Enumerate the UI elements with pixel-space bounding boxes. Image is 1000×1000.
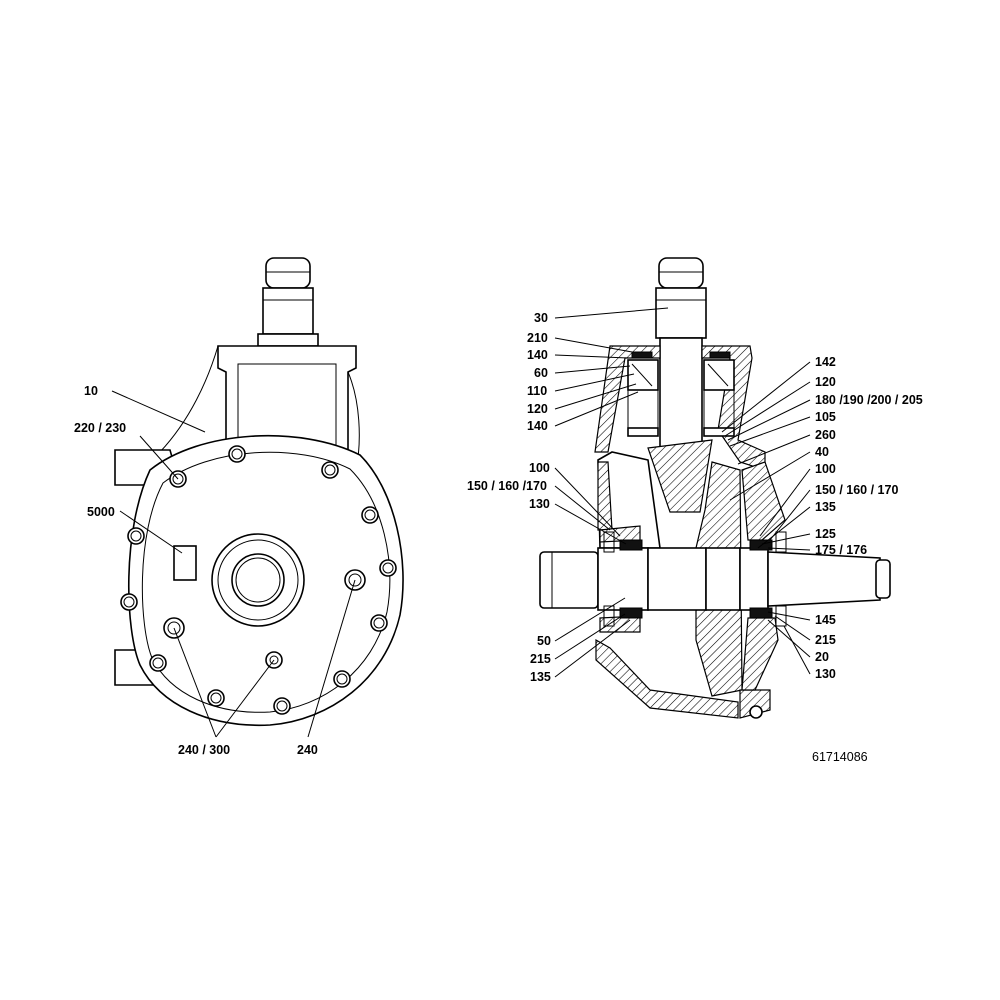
output-shaft [539,547,891,611]
label-240: 240 [297,743,318,757]
label-215-a: 215 [530,652,551,666]
label-120-a: 120 [527,402,548,416]
label-240-300: 240 / 300 [178,743,230,757]
label-180-190-200-205: 180 /190 /200 / 205 [815,393,923,407]
label-140-b: 140 [527,419,548,433]
label-260: 260 [815,428,836,442]
label-100-b: 100 [815,462,836,476]
label-110: 110 [527,384,547,398]
label-105: 105 [815,410,836,424]
nameplate [173,545,197,581]
label-40: 40 [815,445,829,459]
label-175-176: 175 / 176 [815,543,867,557]
label-140-a: 140 [527,348,548,362]
front-view: 10 220 / 230 5000 240 / 300 240 [74,257,404,757]
label-150-160-170-a: 150 / 160 /170 [467,479,547,493]
label-135-a: 135 [530,670,551,684]
label-135-b: 135 [815,500,836,514]
label-130-b: 130 [815,667,836,681]
label-100-a: 100 [529,461,550,475]
label-220-230: 220 / 230 [74,421,126,435]
label-125: 125 [815,527,836,541]
label-210: 210 [527,331,548,345]
section-view: 30 210 140 60 110 120 140 100 150 / 160 … [467,257,923,719]
label-120-b: 120 [815,375,836,389]
label-215-b: 215 [815,633,836,647]
pinion-gear [647,439,713,513]
label-10: 10 [84,384,98,398]
document-number: 61714086 [812,750,868,764]
label-50: 50 [537,634,551,648]
leaders-section-left [554,307,669,678]
label-130-a: 130 [529,497,550,511]
label-60: 60 [534,366,548,380]
input-shaft-section [655,257,707,449]
leaders-section-right [721,361,811,675]
label-145: 145 [815,613,836,627]
leaders-front [111,390,356,738]
label-20: 20 [815,650,829,664]
label-30: 30 [534,311,548,325]
input-shaft-front [257,257,319,347]
label-5000: 5000 [87,505,115,519]
main-housing-section [595,451,786,719]
output-hub [211,533,305,627]
label-150-160-170-b: 150 / 160 / 170 [815,483,898,497]
label-142: 142 [815,355,836,369]
